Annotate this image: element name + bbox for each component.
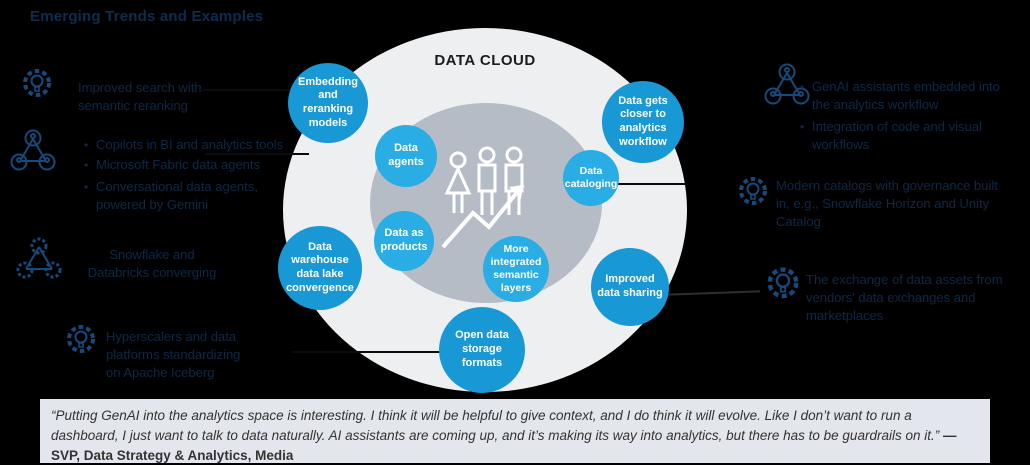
gear-lightbulb-icon — [62, 322, 100, 360]
page-title: Emerging Trends and Examples — [30, 8, 264, 25]
annotation-data-cataloging: Modern catalogs with governance built in… — [776, 178, 998, 229]
annotation-vendor-examples: • Copilots in BI and analytics tools • M… — [84, 137, 284, 212]
bullet-dot: • — [84, 158, 89, 172]
annotation-data-sharing: The exchange of data assets from vendors… — [806, 272, 1003, 323]
bubble-improved-data-sharing: Improved data sharing — [591, 248, 669, 326]
people-growth-arrow-icon — [437, 143, 541, 255]
quote-attribution: — SVP, Data Strategy & Analytics, Media — [51, 428, 957, 463]
gear-lightbulb-icon — [734, 174, 772, 212]
gear-lightbulb-icon — [762, 264, 804, 306]
bubble-data-closer-analytics: Data gets closer to analytics workflow — [602, 81, 684, 163]
customer-quote: “Putting GenAI into the analytics space … — [40, 399, 990, 463]
bubble-open-storage-formats: Open data storage formats — [439, 307, 525, 393]
bullet-dot: • — [800, 120, 805, 134]
bubble-data-agents: Data agents — [375, 125, 437, 187]
connector-line — [595, 183, 685, 185]
connector-line — [667, 290, 761, 296]
bullet-dot: • — [800, 80, 805, 94]
bubble-semantic-layers: More integrated semantic layers — [483, 236, 549, 302]
annotation-semantic-search: Improved search with semantic reranking — [78, 80, 202, 113]
annotation-open-formats: Hyperscalers and data platforms standard… — [106, 329, 241, 380]
annotation-platform-convergence: Snowflake and Databricks converging — [87, 247, 217, 280]
connector-line — [205, 153, 309, 155]
gear-network-icon — [16, 236, 62, 282]
bubble-warehouse-lake-convergence: Data warehouse data lake convergence — [278, 226, 362, 310]
connector-line — [292, 351, 440, 353]
bullet-dot: • — [84, 138, 89, 152]
quote-text: “Putting GenAI into the analytics space … — [51, 408, 940, 443]
connector-line — [200, 89, 290, 91]
data-cloud-title: DATA CLOUD — [434, 52, 536, 69]
people-network-icon — [764, 62, 810, 108]
bubble-embedding-reranking-models: Embedding and reranking models — [288, 63, 368, 143]
gear-lightbulb-icon — [18, 66, 56, 104]
bullet-dot: • — [84, 180, 89, 194]
bubble-data-cataloging: Data cataloging — [563, 150, 619, 206]
bubble-data-as-products: Data as products — [374, 211, 434, 271]
annotation-analytics-workflow: • GenAI assistants embedded into the ana… — [800, 79, 1000, 152]
people-network-icon — [10, 128, 56, 174]
